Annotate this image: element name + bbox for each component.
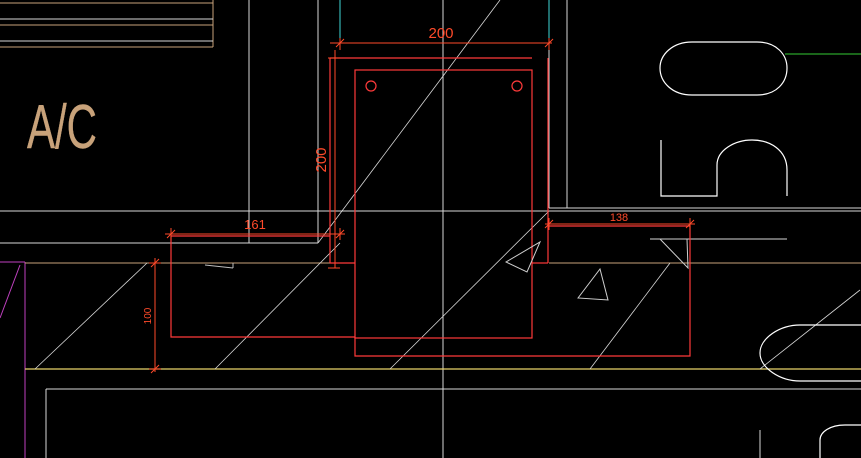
footing-outline [170,225,691,357]
dim-right-width: 138 [610,212,628,224]
dim-left-height: 200 [313,147,330,172]
dim-left-width: 161 [244,217,266,232]
rebar-circle-left [365,80,377,92]
magenta-lines [0,261,26,458]
dimension-lines [149,38,695,374]
rebar-circle-right [511,80,523,92]
rebar-markers [365,80,523,92]
diagonal-hatch-lines [34,0,861,370]
triangle-marker-1 [504,240,542,273]
upper-left-wall-lines [0,0,214,48]
small-marks [204,263,234,269]
dim-top-width: 200 [428,25,453,42]
triangle-marker-2 [577,267,609,301]
cyan-lines [339,0,550,45]
triangle-markers [504,238,689,301]
room-number-outline [659,41,861,458]
column-outline [329,57,549,339]
dim-side-height: 100 [143,307,154,324]
room-label: A/C [27,93,97,162]
